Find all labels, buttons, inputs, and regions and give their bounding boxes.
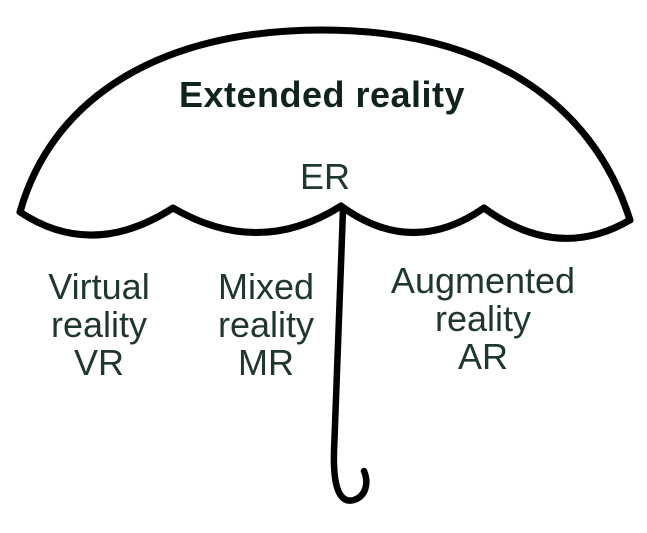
umbrella-canopy-shape — [16, 26, 634, 242]
title-abbr-label: ER — [299, 156, 351, 197]
category-augmented-reality: Augmented reality AR — [391, 262, 575, 376]
category-name-line2: reality — [434, 298, 532, 339]
category-abbr: MR — [238, 342, 294, 383]
category-name-line1: Virtual — [48, 266, 150, 307]
umbrella-handle-shape — [330, 204, 370, 504]
category-name-line2: reality — [217, 304, 315, 345]
category-mixed-reality: Mixed reality MR — [218, 268, 314, 382]
title-label: Extended reality — [178, 74, 466, 115]
category-name-line1: Augmented — [390, 260, 576, 301]
category-abbr: AR — [457, 336, 509, 377]
category-virtual-reality: Virtual reality VR — [48, 268, 149, 382]
category-name-line2: reality — [50, 304, 148, 345]
category-abbr: VR — [73, 342, 125, 383]
category-name-line1: Mixed — [217, 266, 315, 307]
